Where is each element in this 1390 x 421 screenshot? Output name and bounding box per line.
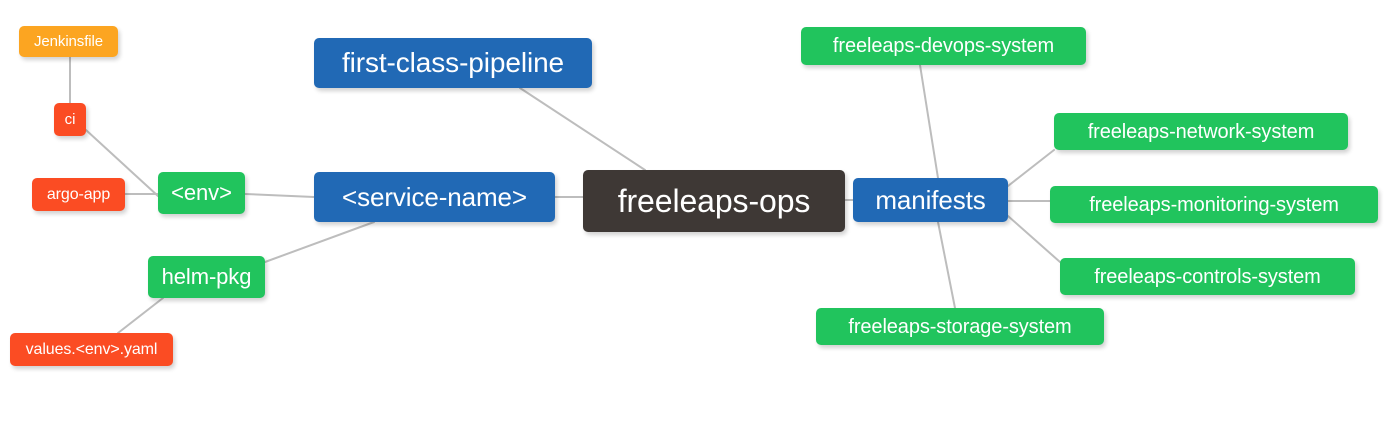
node-env[interactable]: <env> xyxy=(158,172,245,214)
node-jenkinsfile[interactable]: Jenkinsfile xyxy=(19,26,118,57)
node-label-service-name: <service-name> xyxy=(341,182,528,212)
node-helm-pkg[interactable]: helm-pkg xyxy=(148,256,265,298)
node-label-ci: ci xyxy=(64,111,76,128)
node-freeleaps-monitoring-system[interactable]: freeleaps-monitoring-system xyxy=(1050,186,1378,223)
edge-service-name-to-helm-pkg xyxy=(264,221,375,263)
node-service-name[interactable]: <service-name> xyxy=(314,172,555,222)
node-freeleaps-storage-system[interactable]: freeleaps-storage-system xyxy=(816,308,1104,345)
edge-first-class-pipeline-to-freeleaps-ops xyxy=(519,87,646,171)
edge-manifests-to-freeleaps-devops-system xyxy=(919,64,939,179)
node-label-freeleaps-storage-system: freeleaps-storage-system xyxy=(848,315,1072,338)
edge-manifests-to-freeleaps-network-system xyxy=(1007,149,1055,187)
edge-helm-pkg-to-values-yaml xyxy=(117,297,164,334)
node-label-manifests: manifests xyxy=(875,185,986,215)
node-label-argo-app: argo-app xyxy=(46,185,111,203)
node-freeleaps-ops[interactable]: freeleaps-ops xyxy=(583,170,845,232)
edge-env-to-service-name xyxy=(244,193,315,198)
node-label-jenkinsfile: Jenkinsfile xyxy=(34,33,103,50)
node-label-freeleaps-monitoring-system: freeleaps-monitoring-system xyxy=(1089,193,1339,216)
node-label-freeleaps-network-system: freeleaps-network-system xyxy=(1087,120,1315,143)
node-label-helm-pkg: helm-pkg xyxy=(161,264,252,289)
node-label-freeleaps-controls-system: freeleaps-controls-system xyxy=(1094,265,1321,288)
node-freeleaps-controls-system[interactable]: freeleaps-controls-system xyxy=(1060,258,1355,295)
node-label-freeleaps-ops: freeleaps-ops xyxy=(617,183,811,219)
edge-manifests-to-freeleaps-controls-system xyxy=(1007,215,1061,263)
node-ci[interactable]: ci xyxy=(54,103,86,136)
node-argo-app[interactable]: argo-app xyxy=(32,178,125,211)
node-label-freeleaps-devops-system: freeleaps-devops-system xyxy=(832,35,1055,57)
node-label-env: <env> xyxy=(171,180,232,205)
node-freeleaps-devops-system[interactable]: freeleaps-devops-system xyxy=(801,27,1086,65)
edge-manifests-to-freeleaps-storage-system xyxy=(937,221,956,309)
node-manifests[interactable]: manifests xyxy=(853,178,1008,222)
node-freeleaps-network-system[interactable]: freeleaps-network-system xyxy=(1054,113,1348,150)
node-values-yaml[interactable]: values.<env>.yaml xyxy=(10,333,173,366)
node-first-class-pipeline[interactable]: first-class-pipeline xyxy=(314,38,592,88)
node-label-first-class-pipeline: first-class-pipeline xyxy=(341,47,565,78)
node-label-values-yaml: values.<env>.yaml xyxy=(25,340,158,358)
